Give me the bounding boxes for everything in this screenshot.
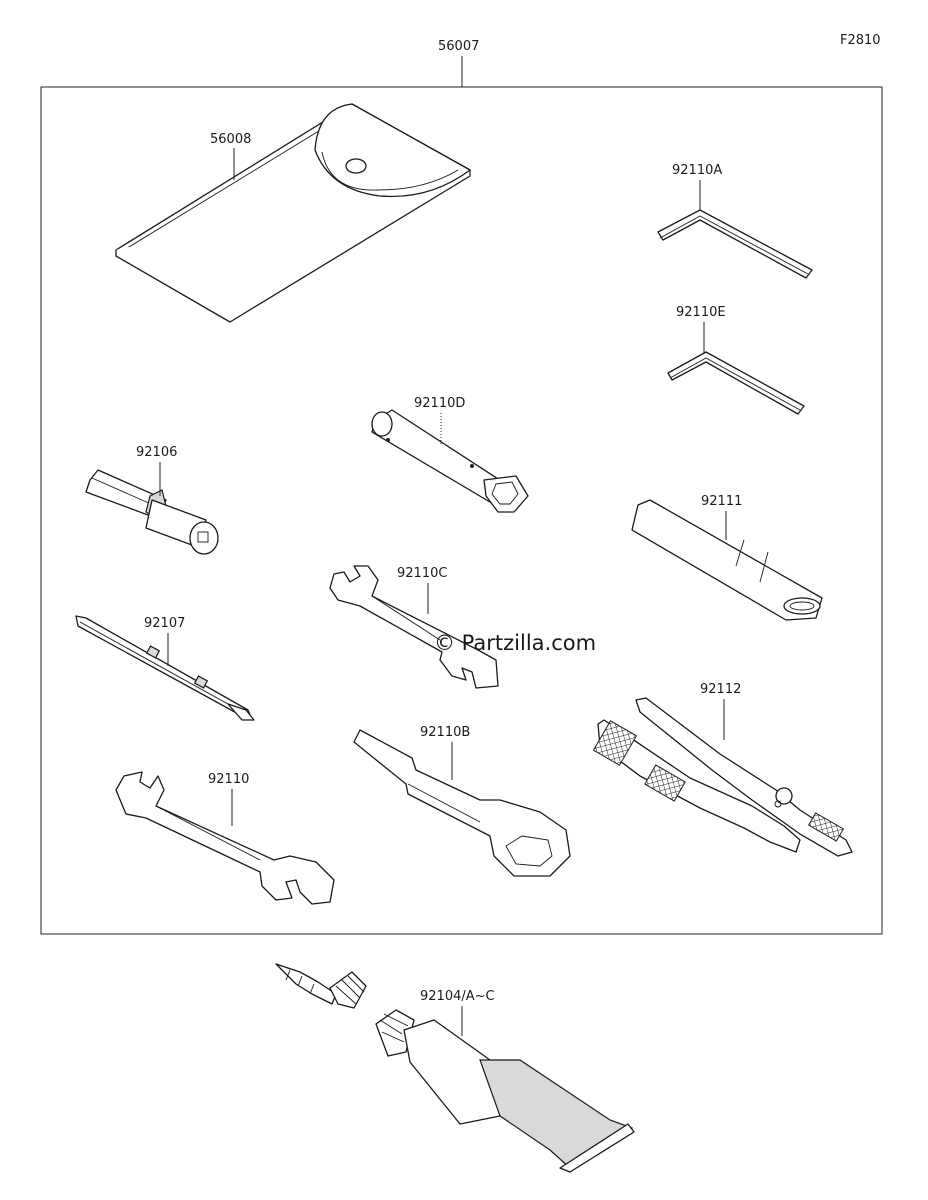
- label-92110: 92110: [208, 772, 249, 787]
- extension-tube-92111: [631, 499, 823, 621]
- hex-key-92110A: [657, 209, 813, 279]
- spanner-92110: [115, 771, 335, 905]
- hex-key-92110E: [667, 351, 805, 415]
- label-56008: 56008: [210, 132, 251, 147]
- label-92106: 92106: [136, 445, 177, 460]
- label-92110C: 92110C: [397, 566, 447, 581]
- label-92110B: 92110B: [420, 725, 470, 740]
- label-92110E: 92110E: [676, 305, 726, 320]
- bit-holder-92106: [85, 469, 219, 555]
- tool-bag-56008: [115, 103, 471, 323]
- spanner-92110C: [329, 565, 499, 689]
- grease-tube-92104: [375, 1009, 635, 1173]
- label-92111: 92111: [701, 494, 742, 509]
- valve-tool-92104: [275, 963, 367, 1009]
- label-92110A: 92110A: [672, 163, 722, 178]
- label-92112: 92112: [700, 682, 741, 697]
- tool-kit-frame: [40, 86, 883, 935]
- ring-spanner-92110B: [353, 729, 571, 877]
- label-92104: 92104/A~C: [420, 989, 495, 1004]
- label-92107: 92107: [144, 616, 185, 631]
- box-spanner-92110D: [371, 409, 529, 513]
- label-92110D: 92110D: [414, 396, 465, 411]
- watermark: © Partzilla.com: [434, 631, 596, 655]
- group-label: 56007: [438, 39, 479, 54]
- pliers-92112: [592, 697, 853, 857]
- screwdriver-92107: [75, 615, 255, 721]
- figure-code: F2810: [840, 33, 881, 48]
